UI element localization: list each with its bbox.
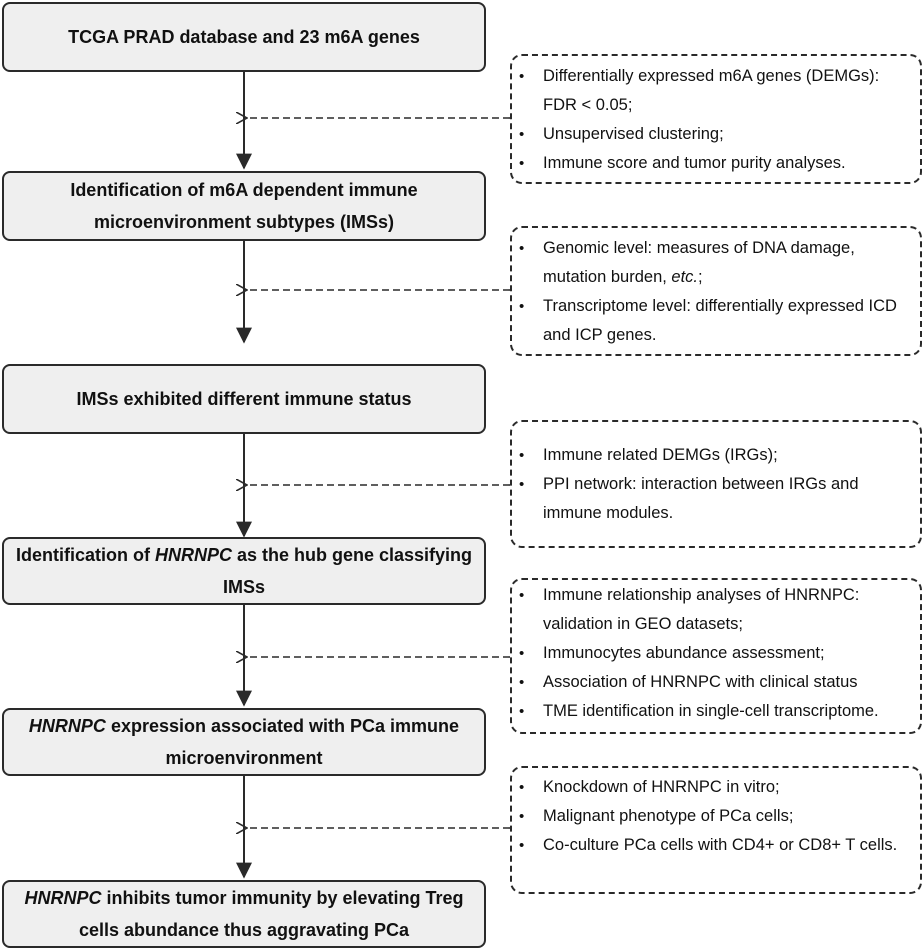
text-segment: Genomic level: measures of DNA damage, m… [543,239,855,286]
note-bullet-item: • Genomic level: measures of DNA damage, … [512,234,920,292]
italic-text: etc. [671,268,699,286]
bullet-icon: • [519,240,525,257]
italic-text: HNRNPC [24,888,102,908]
text-segment: Differentially expressed m6A genes (DEMG… [543,67,880,114]
step-box-4: Identification of HNRNPC as the hub gene… [2,537,486,605]
text-segment: Unsupervised clustering; [543,125,724,143]
bullet-icon: • [519,674,525,691]
step-label: HNRNPC inhibits tumor immunity by elevat… [12,882,476,946]
text-segment: ; [698,268,703,286]
note-box-5: • Knockdown of HNRNPC in vitro; • Malignant… [510,766,922,894]
text-segment: Immune score and tumor purity analyses. [543,154,846,172]
note-bullet-item: • Differentially expressed m6A genes (DEM… [512,62,920,120]
note-bullet-item: • Immunocytes abundance assessment; [512,639,920,668]
text-segment: Malignant phenotype of PCa cells; [543,807,794,825]
note-box-2: • Genomic level: measures of DNA damage, … [510,226,922,356]
note-box-1: • Differentially expressed m6A genes (DEM… [510,54,922,184]
bullet-icon: • [519,808,525,825]
bullet-icon: • [519,703,525,720]
step-box-6: HNRNPC inhibits tumor immunity by elevat… [2,880,486,948]
text-segment: Identification of m6A dependent immune m… [70,180,418,232]
italic-text: HNRNPC [28,716,106,736]
step-box-1: TCGA PRAD database and 23 m6A genes [2,2,486,72]
step-box-3: IMSs exhibited different immune status [2,364,486,434]
text-segment: PPI network: interaction between IRGs an… [543,475,859,522]
note-box-3: • Immune related DEMGs (IRGs); • PPI networ… [510,420,922,548]
note-bullet-item: • Association of HNRNPC with clinical sta… [512,668,920,697]
step-box-2: Identification of m6A dependent immune m… [2,171,486,241]
bullet-icon: • [519,447,525,464]
italic-text: HNRNPC [154,545,232,565]
note-bullet-item: • Malignant phenotype of PCa cells; [512,802,920,831]
bullet-icon: • [519,587,525,604]
bullet-icon: • [519,476,525,493]
bullet-icon: • [519,126,525,143]
text-segment: TME identification in single-cell transc… [543,702,879,720]
note-bullet-item: • Immune relationship analyses of HNRNPC:… [512,581,920,639]
text-segment: inhibits tumor immunity by elevating Tre… [78,888,464,940]
step-label: Identification of HNRNPC as the hub gene… [12,539,476,603]
text-segment: IMSs exhibited different immune status [76,389,412,409]
text-segment: Immunocytes abundance assessment; [543,644,825,662]
step-label: Identification of m6A dependent immune m… [12,174,476,238]
note-bullet-item: • Unsupervised clustering; [512,120,920,149]
note-box-4: • Immune relationship analyses of HNRNPC:… [510,578,922,734]
step-label: HNRNPC expression associated with PCa im… [12,710,476,774]
step-label: TCGA PRAD database and 23 m6A genes [68,21,420,53]
bullet-icon: • [519,779,525,796]
note-bullet-item: • TME identification in single-cell trans… [512,697,920,726]
bullet-icon: • [519,68,525,85]
step-box-5: HNRNPC expression associated with PCa im… [2,708,486,776]
bullet-icon: • [519,645,525,662]
text-segment: TCGA PRAD database and 23 m6A genes [68,27,420,47]
note-bullet-item: • PPI network: interaction between IRGs a… [512,470,920,528]
note-bullet-item: • Transcriptome level: differentially exp… [512,292,920,350]
bullet-icon: • [519,298,525,315]
text-segment: Association of HNRNPC with clinical stat… [543,673,858,691]
text-segment: as the hub gene classifying IMSs [222,545,473,597]
text-segment: expression associated with PCa immune mi… [105,716,460,768]
text-segment: Immune related DEMGs (IRGs); [543,446,778,464]
text-segment: Co-culture PCa cells with CD4+ or CD8+ T… [543,836,898,854]
text-segment: Transcriptome level: differentially expr… [543,297,897,344]
text-segment: Identification of [15,545,155,565]
text-segment: Immune relationship analyses of HNRNPC: … [543,586,860,633]
note-bullet-item: • Co-culture PCa cells with CD4+ or CD8+ … [512,831,920,860]
bullet-icon: • [519,155,525,172]
note-bullet-item: • Knockdown of HNRNPC in vitro; [512,773,920,802]
note-bullet-item: • Immune related DEMGs (IRGs); [512,441,920,470]
bullet-icon: • [519,837,525,854]
text-segment: Knockdown of HNRNPC in vitro; [543,778,780,796]
step-label: IMSs exhibited different immune status [76,383,411,415]
note-bullet-item: • Immune score and tumor purity analyses. [512,149,920,178]
